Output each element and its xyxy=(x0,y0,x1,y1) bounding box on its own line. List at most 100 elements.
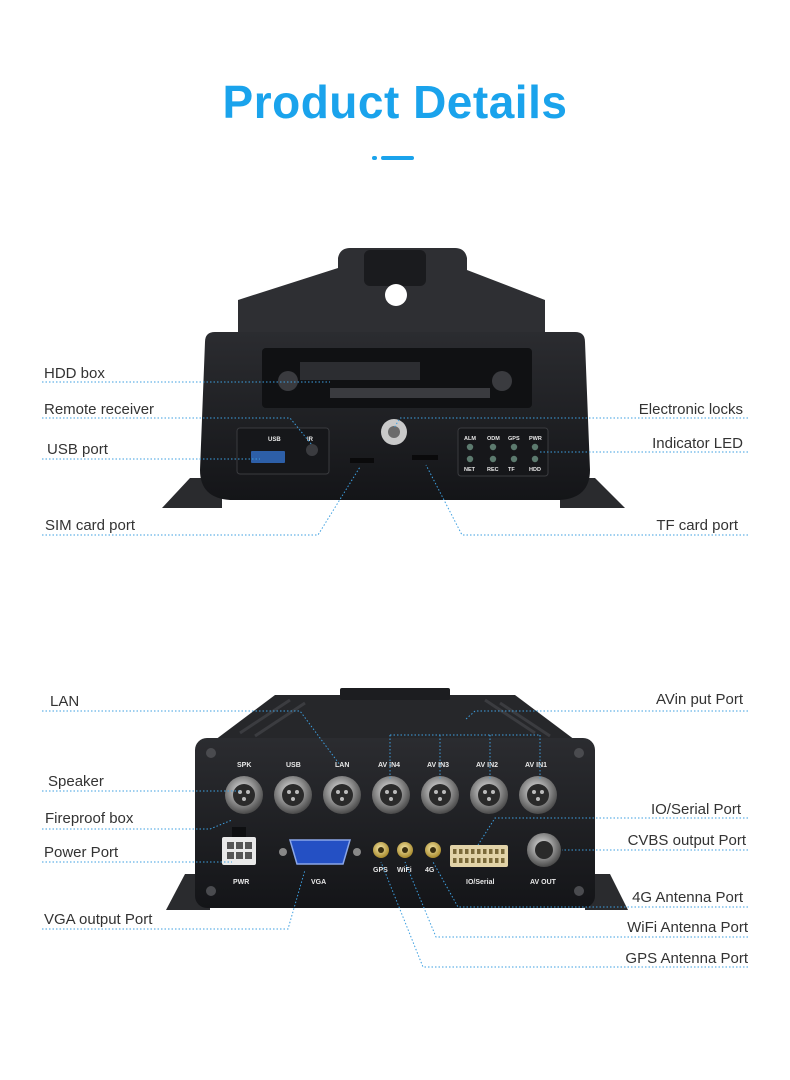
io-pin xyxy=(465,849,469,854)
connector-pin xyxy=(242,797,246,801)
io-pin xyxy=(489,849,493,854)
antenna-label: WiFi xyxy=(397,867,412,874)
title-underline-dot xyxy=(372,156,377,160)
led-label: NET xyxy=(464,467,476,473)
connector-pin xyxy=(287,790,291,794)
connector-label: SPK xyxy=(237,762,251,769)
connector-socket xyxy=(331,784,353,806)
antenna-core xyxy=(430,847,436,853)
callout-fireproof-box: Fireproof box xyxy=(45,810,134,827)
io-pin xyxy=(459,849,463,854)
ir-receiver xyxy=(306,444,318,456)
callout-avin-port: AVin put Port xyxy=(656,691,743,708)
io-pin xyxy=(465,858,469,863)
connector-label: AV IN1 xyxy=(525,762,547,769)
callout-electronic-locks: Electronic locks xyxy=(638,401,743,418)
connector-label: USB xyxy=(286,762,301,769)
svg-text:USB: USB xyxy=(268,437,281,443)
callout-speaker: Speaker xyxy=(48,773,104,790)
callout-gps-antenna-port: GPS Antenna Port xyxy=(625,950,748,967)
io-pin xyxy=(471,849,475,854)
led-indicator xyxy=(466,455,474,463)
led-label: REC xyxy=(487,467,499,473)
led-indicator xyxy=(531,455,539,463)
connector-pin xyxy=(336,790,340,794)
led-indicator xyxy=(531,443,539,451)
callout-power-port: Power Port xyxy=(44,844,119,861)
connector-pin xyxy=(340,797,344,801)
tf-slot xyxy=(412,455,438,460)
power-port xyxy=(222,837,256,865)
svg-text:VGA: VGA xyxy=(311,879,326,886)
connector-pin xyxy=(393,790,397,794)
connector-label: AV IN4 xyxy=(378,762,400,769)
connector-socket xyxy=(282,784,304,806)
antenna-label: GPS xyxy=(373,867,388,874)
callout-remote-receiver: Remote receiver xyxy=(44,401,155,418)
connector-pin xyxy=(246,790,250,794)
connector-pin xyxy=(344,790,348,794)
page-title: Product Details xyxy=(222,76,568,128)
title-underline-bar xyxy=(381,156,414,160)
led-indicator xyxy=(466,443,474,451)
connector-pin xyxy=(442,790,446,794)
connector-socket xyxy=(527,784,549,806)
io-pin xyxy=(471,858,475,863)
callout-hdd-box: HDD box xyxy=(44,365,105,382)
connector-label: AV IN3 xyxy=(427,762,449,769)
io-pin xyxy=(483,849,487,854)
io-serial-port xyxy=(450,845,508,867)
callout-4g-antenna-port: 4G Antenna Port xyxy=(632,889,743,906)
connector-pin xyxy=(540,790,544,794)
connector-pin xyxy=(434,790,438,794)
led-label: PWR xyxy=(529,436,542,442)
svg-text:IR: IR xyxy=(307,437,314,443)
connector-pin xyxy=(291,797,295,801)
vga-port xyxy=(289,839,351,865)
io-pin xyxy=(495,849,499,854)
connector-socket xyxy=(380,784,402,806)
connector-pin xyxy=(438,797,442,801)
connector-label: LAN xyxy=(335,762,349,769)
usb-port xyxy=(251,451,285,463)
led-indicator xyxy=(489,455,497,463)
io-pin xyxy=(459,858,463,863)
sim-slot xyxy=(350,458,374,463)
connector-socket xyxy=(429,784,451,806)
led-label: ODM xyxy=(487,436,500,442)
connector-pin xyxy=(487,797,491,801)
led-label: HDD xyxy=(529,467,541,473)
led-indicator xyxy=(489,443,497,451)
svg-text:IO/Serial: IO/Serial xyxy=(466,879,494,886)
connector-pin xyxy=(536,797,540,801)
connector-socket xyxy=(233,784,255,806)
led-label: GPS xyxy=(508,436,520,442)
antenna-label: 4G xyxy=(425,867,435,874)
connector-pin xyxy=(385,790,389,794)
io-pin xyxy=(501,858,505,863)
connector-pin xyxy=(295,790,299,794)
io-pin xyxy=(495,858,499,863)
callout-usb-port: USB port xyxy=(47,441,108,458)
callout-indicator-led: Indicator LED xyxy=(652,435,743,452)
callout-tf-card-port: TF card port xyxy=(656,517,738,534)
antenna-core xyxy=(402,847,408,853)
led-indicator xyxy=(510,455,518,463)
io-pin xyxy=(453,849,457,854)
svg-text:AV OUT: AV OUT xyxy=(530,879,557,886)
connector-pin xyxy=(532,790,536,794)
leader-lines xyxy=(42,381,748,968)
connector-pin xyxy=(389,797,393,801)
io-pin xyxy=(453,858,457,863)
callout-cvbs-output-port: CVBS output Port xyxy=(627,832,746,849)
io-pin xyxy=(477,858,481,863)
io-pin xyxy=(477,849,481,854)
led-indicator xyxy=(510,443,518,451)
callout-sim-card-port: SIM card port xyxy=(45,517,136,534)
antenna-core xyxy=(378,847,384,853)
io-pin xyxy=(483,858,487,863)
connector-label: AV IN2 xyxy=(476,762,498,769)
connector-pin xyxy=(491,790,495,794)
